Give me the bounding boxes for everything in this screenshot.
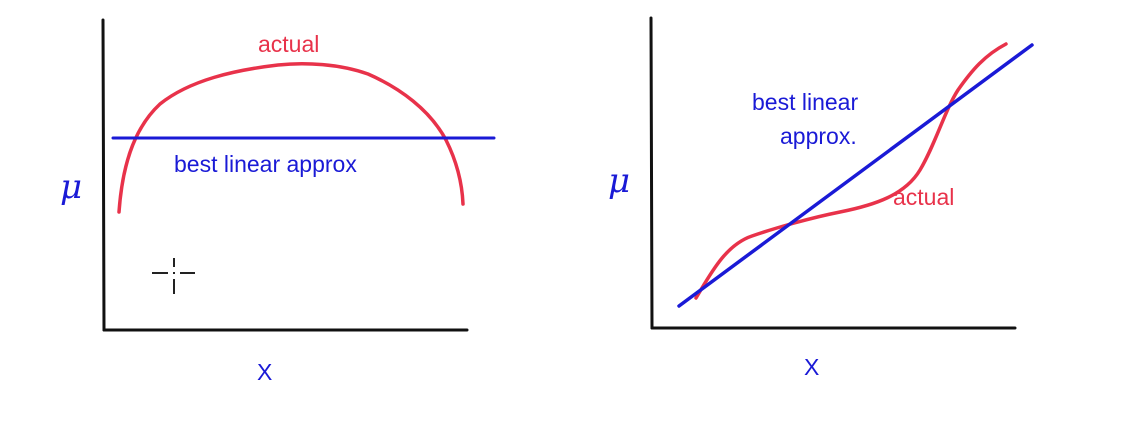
left-plot: actual best linear approx μ X — [60, 18, 496, 385]
right-approx-label-line1: best linear — [752, 89, 858, 115]
left-actual-label: actual — [258, 31, 319, 57]
right-y-label: μ — [608, 161, 630, 201]
left-approx-label: best linear approx — [174, 151, 357, 177]
crosshair-icon — [152, 258, 195, 294]
right-x-label: X — [804, 354, 819, 380]
right-approx-line — [677, 43, 1034, 308]
right-approx-label-line2: approx. — [780, 123, 857, 149]
right-y-axis — [649, 16, 654, 330]
left-y-label: μ — [60, 167, 82, 207]
left-actual-curve — [117, 61, 465, 214]
left-x-label: X — [257, 359, 272, 385]
right-actual-label: actual — [893, 184, 954, 210]
left-y-axis — [101, 18, 106, 332]
right-actual-curve — [694, 42, 1008, 300]
right-plot: best linear approx. actual μ X — [608, 16, 1034, 380]
